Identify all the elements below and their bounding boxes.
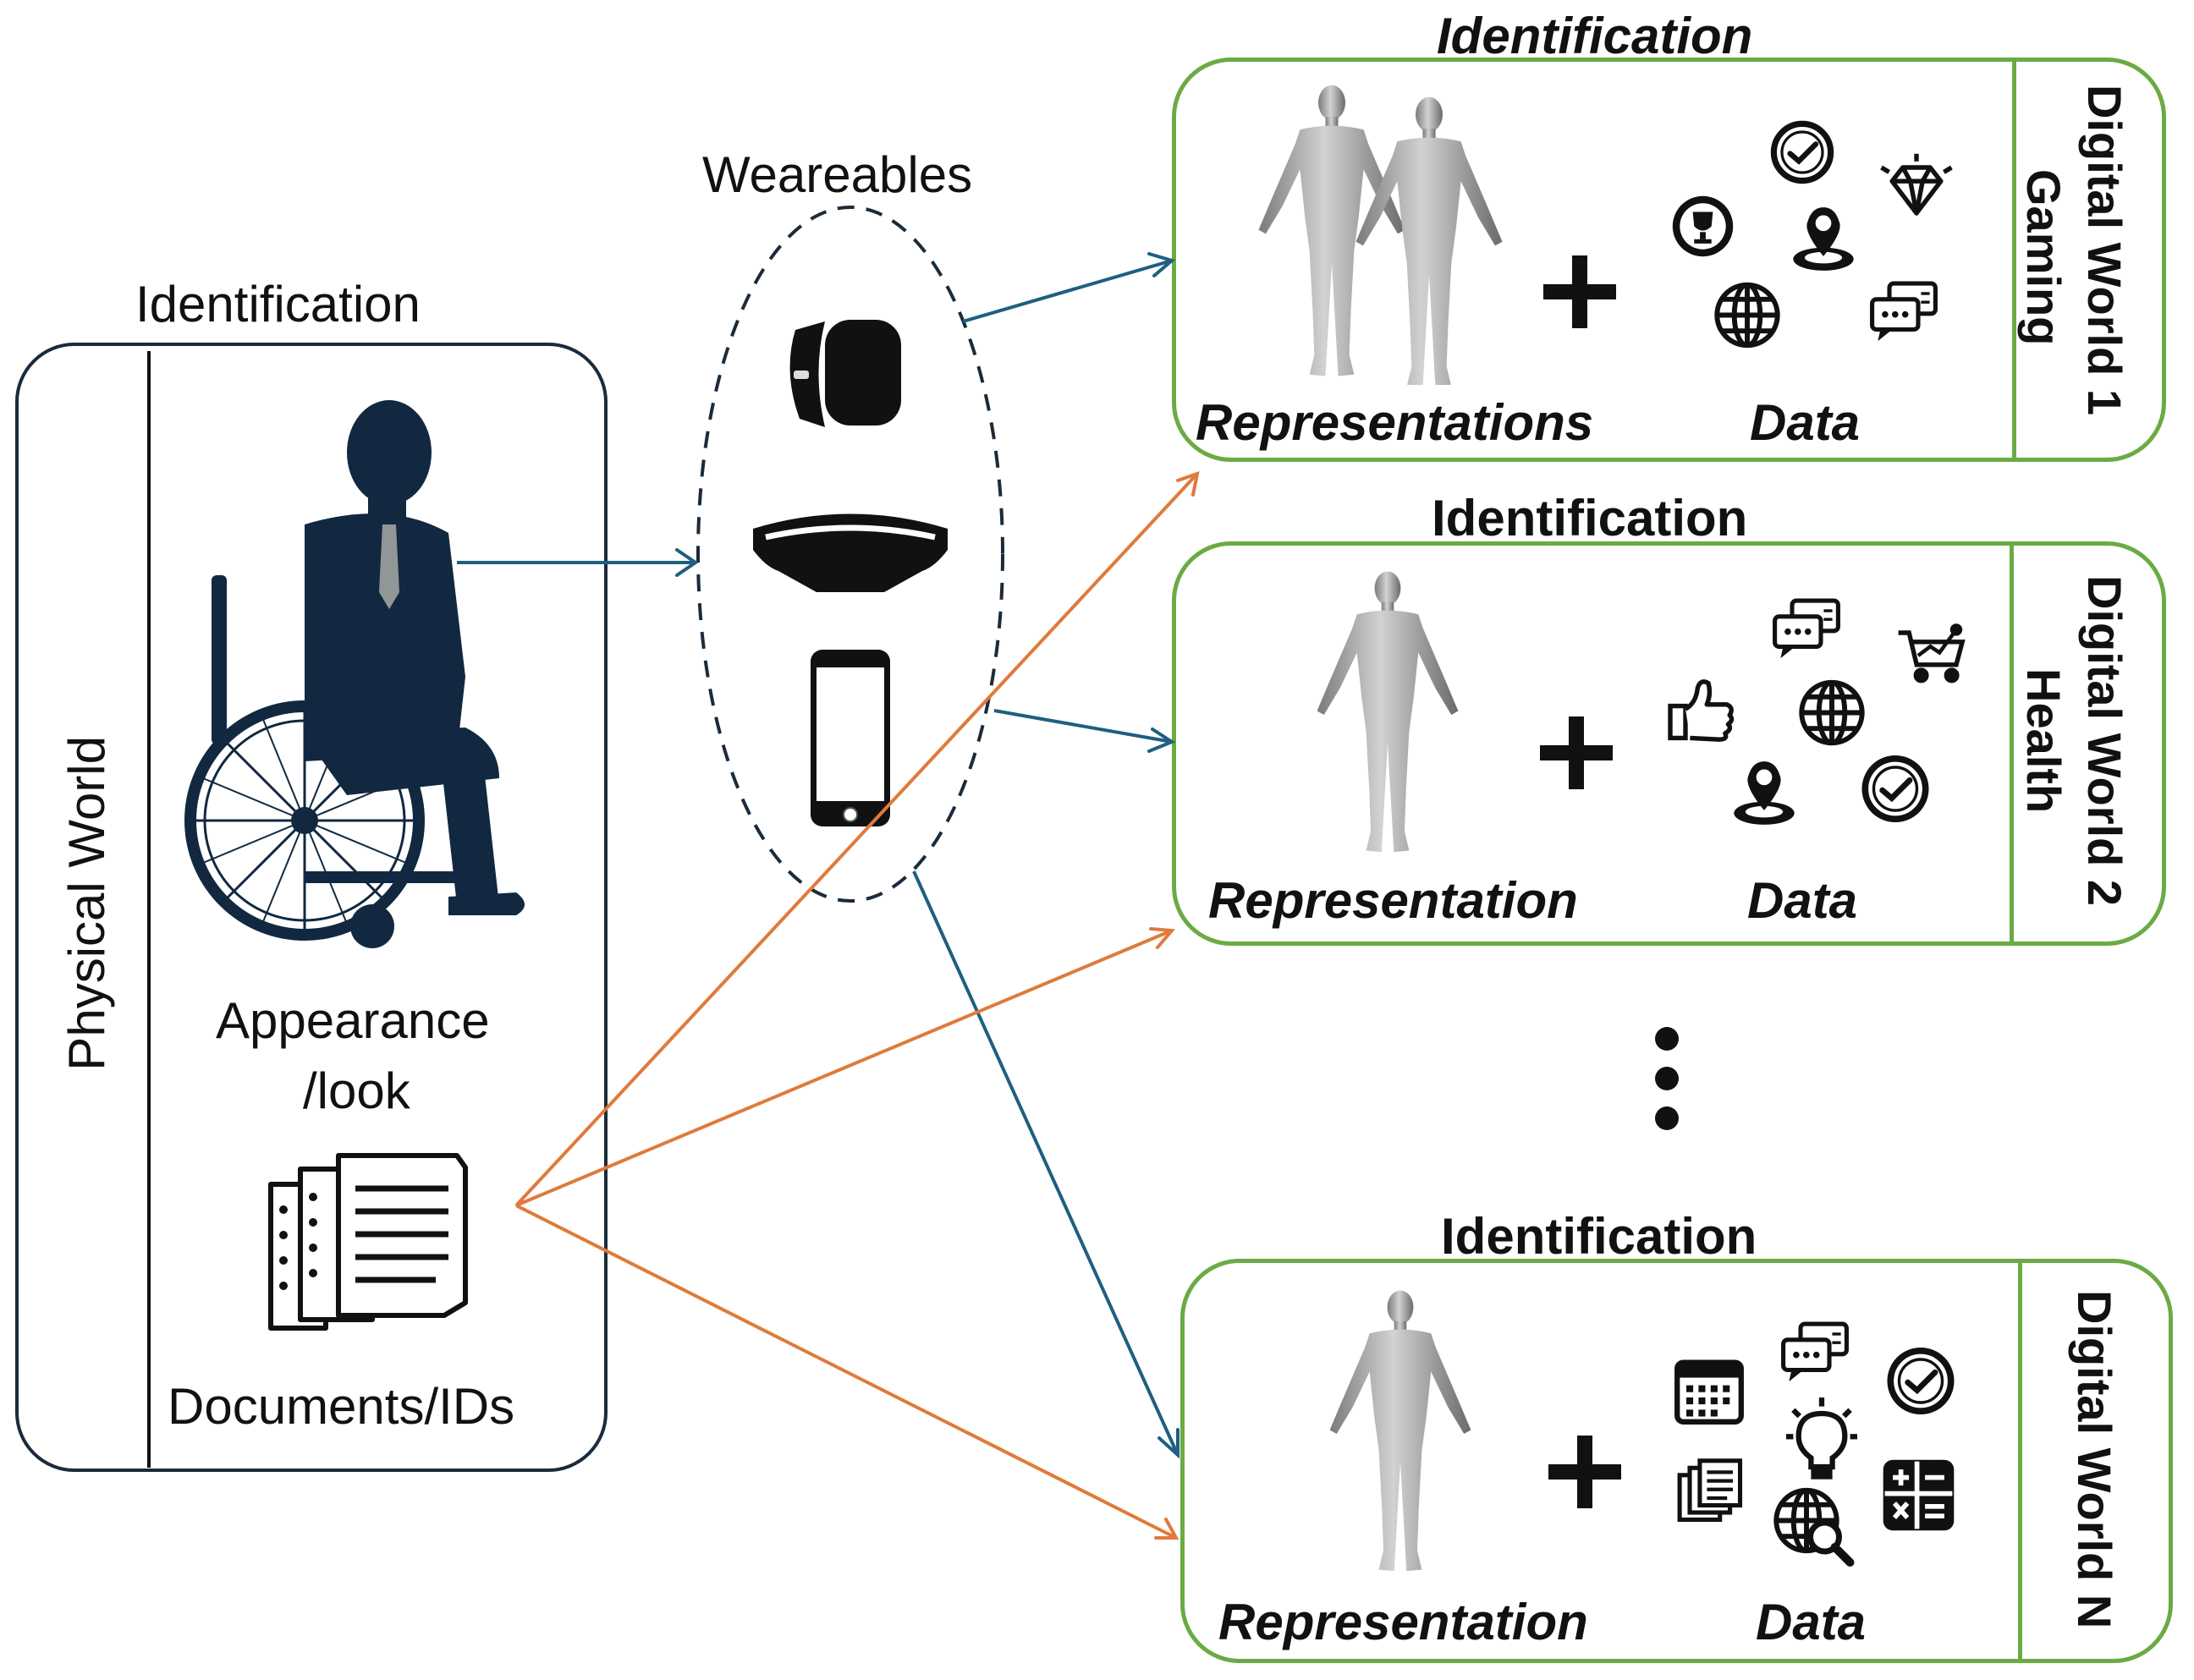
dw1-identification-title: Identification xyxy=(1437,8,1753,64)
dwn-identification-title: Identification xyxy=(1441,1208,1757,1265)
plus-icon xyxy=(1548,1436,1621,1508)
digital-world-2-label: Digital World 2 xyxy=(2078,575,2131,906)
arrowhead xyxy=(675,548,699,577)
arrowhead xyxy=(1154,1518,1179,1540)
digital-world-1-divider xyxy=(2012,59,2016,460)
documents-icon xyxy=(268,1153,468,1331)
digital-world-1-domain: Gaming xyxy=(2017,169,2070,346)
physical-world-box xyxy=(15,343,608,1472)
arrowhead xyxy=(1149,927,1176,949)
more-worlds-ellipsis-icon xyxy=(1655,1027,1679,1130)
plus-icon xyxy=(1540,716,1613,789)
smartphone-icon xyxy=(811,650,890,826)
dw2-data-label: Data xyxy=(1747,872,1858,929)
documents-ids-label: Documents/IDs xyxy=(168,1378,515,1435)
dw2-representation-label: Representation xyxy=(1208,872,1578,929)
arrowhead xyxy=(1157,1428,1179,1459)
plus-icon xyxy=(1543,255,1616,328)
arrow-documents-to-world1 xyxy=(514,472,1199,1207)
vr-headset-icon xyxy=(753,513,948,592)
arrowhead xyxy=(1147,252,1176,277)
digital-world-n-divider xyxy=(2018,1260,2022,1661)
arrow-wearables-to-worldn xyxy=(912,870,1179,1456)
arrow-wearables-to-world2 xyxy=(993,709,1173,744)
dw2-identification-title: Identification xyxy=(1432,490,1748,546)
dwn-data-label: Data xyxy=(1756,1594,1867,1650)
digital-world-2-divider xyxy=(2010,543,2014,944)
smartwatch-icon xyxy=(789,320,901,427)
arrowhead xyxy=(1147,727,1176,753)
arrowhead xyxy=(1176,470,1200,497)
dw1-representation-label: Representations xyxy=(1196,394,1594,451)
wearables-title: Weareables xyxy=(702,146,973,203)
person-wheelchair-icon xyxy=(184,400,525,948)
physical-world-divider xyxy=(147,351,151,1468)
digital-world-1-label: Digital World 1 xyxy=(2078,85,2131,415)
wearables-ellipse xyxy=(696,206,1004,903)
digital-world-2-box xyxy=(1172,541,2166,946)
arrow-wearables-to-world1 xyxy=(962,259,1173,323)
arrow-documents-to-worldn xyxy=(515,1204,1177,1540)
appearance-label-line2: /look xyxy=(303,1062,410,1119)
dw1-data-label: Data xyxy=(1750,394,1861,451)
digital-world-2-domain: Health xyxy=(2017,668,2070,814)
dwn-representation-label: Representation xyxy=(1218,1594,1588,1650)
digital-world-n-box xyxy=(1180,1259,2173,1663)
physical-identification-title: Identification xyxy=(135,276,421,332)
digital-world-n-label: Digital World N xyxy=(2068,1290,2121,1629)
arrow-documents-to-world2 xyxy=(515,929,1173,1207)
appearance-label-line1: Appearance xyxy=(216,992,490,1049)
